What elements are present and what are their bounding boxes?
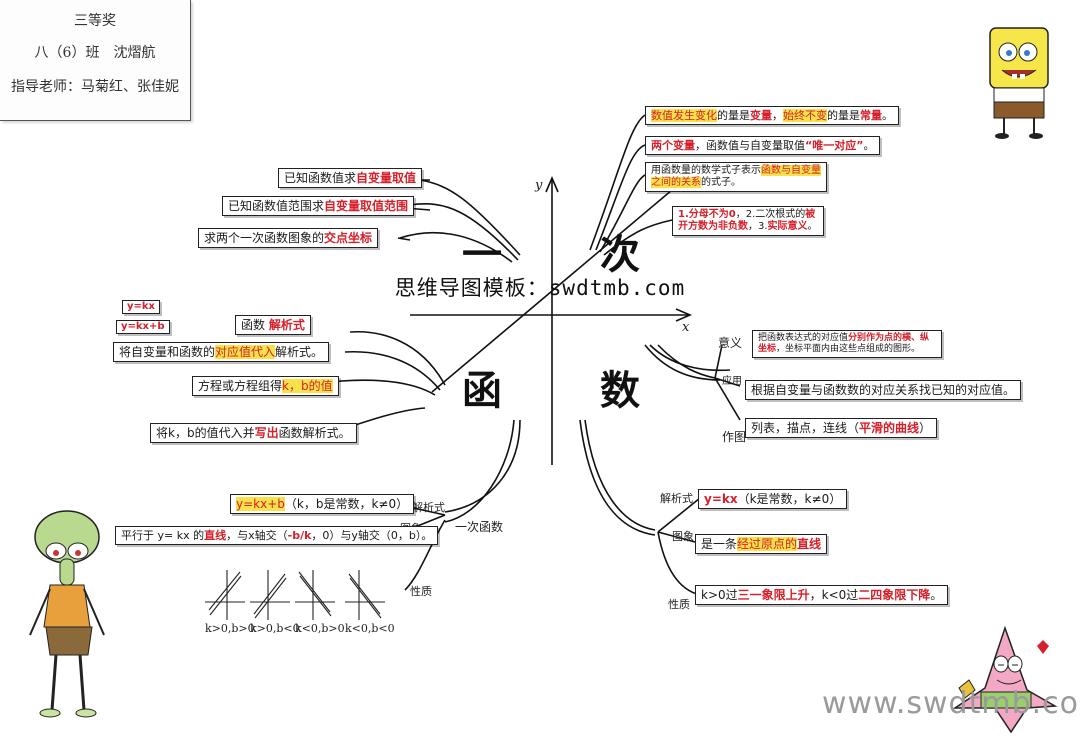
branch-tl-1 [419,179,521,256]
linear-graphs [205,570,385,620]
watermark-title: 思维导图模板：swdtmb.com [394,276,686,300]
br-box-3: k>0过三一象限上升，k<0过二四象限下降。 [695,585,949,606]
spongebob-icon [989,27,1049,139]
title-char-ci: 次 [600,231,640,278]
bl-branch-property: 性质 [410,585,432,598]
ml-small-box-2: y=kx+b [116,320,170,334]
ml-box-3: 将k，b的值代入并写出函数解析式。 [150,423,357,444]
title-char-yi: 一 [462,231,502,278]
br-box-1: y=kx（k是常数，k≠0） [698,489,848,510]
tl-box-3: 求两个一次函数图象的交点坐标 [198,228,379,249]
tl-box-1: 已知函数值求自变量取值 [278,168,423,189]
x-axis-arrow [675,308,693,322]
mr-box-1: 把函数表达式的对应值分别作为点的横、纵坐标，坐标平面内由这些点组成的图形。 [752,330,942,358]
ml-box-1: 将自变量和函数的对应值代入解析式。 [113,342,330,363]
br-box-2: 是一条经过原点的直线 [695,534,828,555]
award-prize: 三等奖 [74,13,116,29]
axis-x-label: x [682,320,690,335]
br-branch-graph: 图象 [672,530,694,543]
squidward-icon [29,510,105,718]
graph-label-4: k<0,b<0 [345,622,395,635]
tr-box-2: 两个变量，函数值与自变量取值“唯一对应”。 [645,136,881,156]
graph-label-1: k>0,b>0 [205,622,255,635]
tr-box-3: 用函数量的数学式子表示函数与自变量之间的关系的式子。 [645,162,827,192]
diagonal-line [431,189,673,393]
mr-box-3: 列表，描点，连线（平滑的曲线） [745,418,938,439]
ml-small-box-1: y=kx [122,300,160,314]
branch-bl-1 [444,419,521,513]
bl-box-2: 平行于 y= kx 的直线，与x轴交（-b/k，0）与y轴交（0，b）。 [115,526,439,546]
graph-2 [250,570,290,620]
award-class: 八（6）班 沈熠航 [34,45,156,61]
ml-main-box: 函数 解析式 [235,315,311,336]
y-axis-arrow [545,175,559,193]
patrick-icon [952,625,1058,734]
award-card: 三等奖 八（6）班 沈熠航 指导老师：马菊红、张佳妮 [0,0,191,121]
mr-box-2: 根据自变量与函数数的对应关系找已知的对应值。 [745,380,1022,401]
branch-tr-1 [589,114,646,251]
website-watermark: www.swdtmb.com [822,686,1080,721]
tr-box-1: 数值发生变化的量是变量，始终不变的量是常量。 [645,106,899,126]
graph-label-3: k<0,b>0 [295,622,345,635]
mr-branch-drawing: 作图 [722,430,747,444]
graph-3 [295,570,335,620]
bl-branch-formula: 解析式 [412,501,445,514]
axis-y-label: y [535,178,543,193]
bl-box-1: y=kx+b（k，b是常数，k≠0） [230,494,415,515]
graph-label-2: k>0,b<0 [250,622,300,635]
br-branch-property: 性质 [668,598,690,611]
graph-1 [205,570,245,620]
title-char-shu: 数 [600,367,640,414]
branch-ml-1 [349,330,446,386]
ml-box-2: 方程或方程组得k，b的值 [192,376,339,397]
br-branch-formula: 解析式 [660,492,693,505]
bl-branch-linear-function: 一次函数 [455,520,504,534]
branch-br-1 [579,419,656,536]
tr-box-4: 1.分母不为0，2.二次根式的被开方数为非负数，3.实际意义。 [672,206,824,236]
mr-branch-application: 应用 [722,376,742,387]
mr-branch-meaning: 意义 [718,336,743,350]
branch-mr-1 [644,344,721,381]
graph-4 [345,570,385,620]
title-char-han: 函 [462,367,502,414]
tl-box-2: 已知函数值范围求自变量取值范围 [222,196,415,217]
award-teachers: 指导老师：马菊红、张佳妮 [11,79,179,95]
